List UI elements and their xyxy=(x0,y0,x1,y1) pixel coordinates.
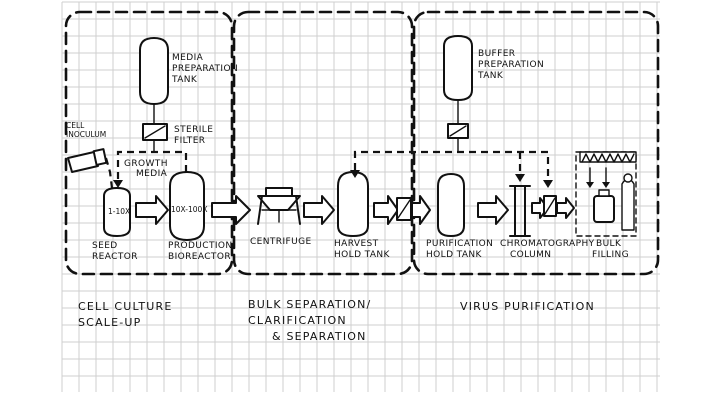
purification-hold-tank xyxy=(437,173,465,237)
purification-tank-label-line: HOLD TANK xyxy=(426,250,483,260)
harvest-tank-label: HARVEST HOLD TANK xyxy=(334,239,391,260)
seed-reactor-volume: 1-10X xyxy=(108,207,130,216)
growth-media-label-line: MEDIA xyxy=(136,169,168,179)
chromatography-label-line: COLUMN xyxy=(510,250,551,260)
production-bioreactor-volume: 10X-100X xyxy=(171,205,207,214)
seed-reactor xyxy=(103,187,131,237)
seed-reactor-label-line: REACTOR xyxy=(92,252,138,262)
inoculum-vial xyxy=(67,148,114,189)
purification-tank-label: PURIFICATION HOLD TANK xyxy=(426,239,497,260)
chromatography-label: CHROMATOGRAPHY COLUMN xyxy=(500,239,598,260)
chromatography-label-line: CHROMATOGRAPHY xyxy=(500,239,595,249)
virus-purification-boundary xyxy=(412,10,660,276)
production-bioreactor xyxy=(169,171,205,241)
media-tank-label: MEDIA PREPARATION TANK xyxy=(171,53,241,85)
harvest-to-filter-arrow xyxy=(373,195,399,225)
stage-label-line: & SEPARATION xyxy=(272,330,367,343)
buffer-tank-label-line: BUFFER xyxy=(478,49,515,59)
filter-to-filling-arrow xyxy=(556,197,575,219)
seed-reactor-label-line: SEED xyxy=(92,241,118,251)
purification-to-chromatography-arrow xyxy=(477,195,509,225)
stage-label-line: BULK SEPARATION/ xyxy=(248,298,371,311)
seed-to-production-arrow xyxy=(135,195,169,225)
production-bioreactor-label-line: BIOREACTOR xyxy=(168,252,231,262)
chromatography-column xyxy=(509,185,531,237)
bulk-filling-label-line: BULK xyxy=(596,239,622,249)
centrifuge xyxy=(257,187,301,225)
bulk-separation-boundary xyxy=(232,10,414,276)
cell-inoculum-label-line: CELL xyxy=(66,121,85,130)
stage-label-cell-culture: CELL CULTURE SCALE-UP xyxy=(78,300,177,329)
harvest-hold-tank xyxy=(337,171,369,237)
production-bioreactor-label-line: PRODUCTION xyxy=(168,241,233,251)
seed-reactor-label: SEED REACTOR xyxy=(92,241,138,262)
bulk-filling-label: BULK FILLING xyxy=(592,239,629,260)
stage-label-line: SCALE-UP xyxy=(78,316,142,329)
harvest-tank-label-line: HOLD TANK xyxy=(334,250,391,260)
sterile-filter-label-line: FILTER xyxy=(174,136,205,146)
stage-label-line: CELL CULTURE xyxy=(78,300,173,313)
production-bioreactor-label: PRODUCTION BIOREACTOR xyxy=(168,241,236,262)
buffer-distribution-line xyxy=(353,150,550,182)
buffer-preparation-tank xyxy=(443,35,473,153)
filter-to-purification-arrow xyxy=(411,195,431,225)
bulk-filling-label-line: FILLING xyxy=(592,250,629,260)
cell-inoculum-label: CELL INOCULUM xyxy=(66,121,106,139)
sterile-filter xyxy=(142,123,168,153)
stage-label-virus-purification: VIRUS PURIFICATION xyxy=(460,300,595,313)
media-tank-label-line: PREPARATION xyxy=(172,64,238,74)
centrifuge-to-harvest-arrow xyxy=(303,195,335,225)
media-to-seed-arrowhead xyxy=(113,180,123,188)
buffer-to-filter-arrowhead xyxy=(543,180,553,188)
buffer-to-chromatography-arrowhead xyxy=(515,174,525,182)
clarification-filter xyxy=(396,197,412,221)
buffer-tank-label: BUFFER PREPARATION TANK xyxy=(477,49,547,81)
media-supply-line xyxy=(116,150,188,182)
cell-inoculum-label-line: INOCULUM xyxy=(66,130,106,139)
media-preparation-tank xyxy=(139,37,169,125)
buffer-to-harvest-arrowhead xyxy=(350,170,360,178)
purification-tank-label-line: PURIFICATION xyxy=(426,239,493,249)
buffer-tank-label-line: PREPARATION xyxy=(478,60,544,70)
sterile-filter-label: STERILE FILTER xyxy=(174,125,217,146)
buffer-tank-label-line: TANK xyxy=(477,71,504,81)
bulk-filling-station xyxy=(575,151,637,237)
media-tank-label-line: TANK xyxy=(171,75,198,85)
sterile-filter-label-line: STERILE xyxy=(174,125,213,135)
stage-label-bulk-separation: BULK SEPARATION/ CLARIFICATION & SEPARAT… xyxy=(248,298,376,343)
cell-culture-boundary xyxy=(64,10,234,276)
production-to-centrifuge-arrow xyxy=(211,195,251,225)
final-filter xyxy=(543,195,557,217)
growth-media-label-line: GROWTH xyxy=(124,159,168,169)
growth-media-label: GROWTH MEDIA xyxy=(124,159,171,179)
media-tank-label-line: MEDIA xyxy=(172,53,204,63)
stage-label-line: CLARIFICATION xyxy=(248,314,347,327)
harvest-tank-label-line: HARVEST xyxy=(334,239,379,249)
centrifuge-label: CENTRIFUGE xyxy=(250,237,312,247)
